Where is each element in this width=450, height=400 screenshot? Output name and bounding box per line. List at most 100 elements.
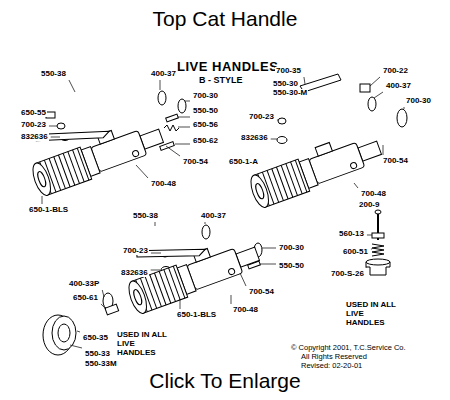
grip-knurl [154, 273, 166, 305]
leader-line [367, 235, 372, 236]
callout-number: 550-30-M [272, 89, 308, 97]
callout-number: 700-23 [20, 121, 47, 129]
callout-number: 650-61 [72, 294, 99, 302]
callout-number: 550-38 [132, 212, 159, 220]
callout-number: 560-13 [338, 230, 365, 238]
leader-line [51, 137, 60, 138]
o-ring [178, 99, 186, 113]
callout-number: 832636 [120, 269, 149, 277]
leader-line [366, 267, 367, 268]
callout-number: 200-9 [358, 201, 380, 209]
callout-number: 700-30 [192, 92, 219, 100]
diagram-heading: LIVE HANDLES [176, 60, 279, 73]
o-ring [202, 225, 210, 239]
callout-number: 400-37 [150, 70, 177, 78]
leader-line [155, 222, 156, 226]
callout-number: 550-38 [40, 70, 67, 78]
grip-face [247, 173, 272, 210]
grip-knurl [291, 162, 303, 194]
o-ring [368, 97, 376, 111]
caption: Click To Enlarge [149, 370, 300, 391]
grip-knurl [276, 167, 288, 199]
callout-number: 400-37 [385, 82, 412, 90]
callout-number: 700-23 [248, 113, 275, 121]
grip-knurl [58, 155, 70, 187]
leader-line [178, 127, 190, 128]
leader-line [69, 80, 75, 92]
callout-number: 700-23 [122, 247, 149, 255]
insert [105, 304, 119, 315]
lever-boss [315, 142, 332, 156]
o-ring [158, 91, 166, 105]
callout-number: 700-30 [278, 244, 305, 252]
outlet [132, 289, 143, 306]
leader-line [383, 145, 384, 155]
grip-knurl [169, 268, 181, 300]
handle-assembly [116, 212, 263, 315]
leader-line [260, 264, 276, 265]
leader-line [262, 248, 276, 249]
leader-line [370, 77, 380, 86]
leader-line [151, 253, 161, 254]
callout-number: 832636 [20, 133, 49, 141]
nut-face [52, 316, 76, 350]
o-ring [397, 109, 407, 127]
leader-line [136, 165, 148, 178]
leader-line [151, 270, 160, 271]
callout-number: 550-33 [84, 350, 111, 358]
leader-line [304, 77, 305, 84]
stem-head [375, 210, 381, 214]
leader-line [180, 299, 181, 309]
leader-line [102, 290, 104, 297]
callout-number: 650-56 [192, 121, 219, 129]
copyright-note: © Copyright 2001, T.C.Service Co. [290, 344, 407, 352]
callout-number: 700-30 [405, 97, 432, 105]
callout-number: 650-55 [20, 109, 47, 117]
callout-number: 700-54 [182, 158, 209, 166]
callout-number: 650-1-A [228, 158, 259, 166]
callout-number: USED IN ALL LIVE HANDLES [345, 300, 405, 328]
leader-line [42, 196, 43, 204]
callout-number: 700-48 [360, 190, 387, 198]
spring [164, 125, 179, 131]
callout-number: 550-50 [192, 107, 219, 115]
leader-line [354, 183, 358, 188]
outlet [36, 171, 47, 188]
leader-line [231, 295, 232, 304]
copyright-note: Revised: 02-20-01 [300, 362, 363, 370]
leader-line [70, 345, 82, 348]
leader-line [101, 304, 106, 309]
grip-face [29, 161, 54, 198]
valve-seat-top [366, 259, 390, 265]
callout-number: 550-33M [84, 360, 118, 368]
valve-disk [372, 233, 384, 238]
leader-line [178, 117, 190, 118]
grip-knurl [54, 157, 66, 189]
grip-knurl [286, 164, 298, 196]
callout-number: 832636 [240, 134, 269, 142]
callout-number: 400-37 [200, 212, 227, 220]
callout-number: 600-51 [342, 248, 369, 256]
callout-number: 650-1-BLS [176, 311, 217, 319]
nut-bore [58, 324, 70, 342]
leader-line [166, 146, 180, 156]
leader-line [185, 101, 190, 102]
handle-assembly [20, 94, 167, 197]
leader-line [175, 144, 190, 145]
grip-knurl [173, 266, 185, 298]
grip-knurl [159, 271, 171, 303]
leader-line [205, 222, 206, 224]
washer [278, 118, 286, 124]
outlet [254, 183, 265, 200]
grip-knurl [77, 148, 89, 180]
grip-knurl [150, 275, 162, 307]
leader-line [271, 139, 277, 140]
leader-line [371, 249, 372, 250]
callout-number: 700-35 [275, 67, 302, 75]
diagram-heading: B - STYLE [198, 76, 244, 85]
callout-number: 700-54 [382, 157, 409, 165]
grip-knurl [295, 160, 307, 192]
valve-body [309, 142, 365, 184]
screw [46, 112, 55, 118]
